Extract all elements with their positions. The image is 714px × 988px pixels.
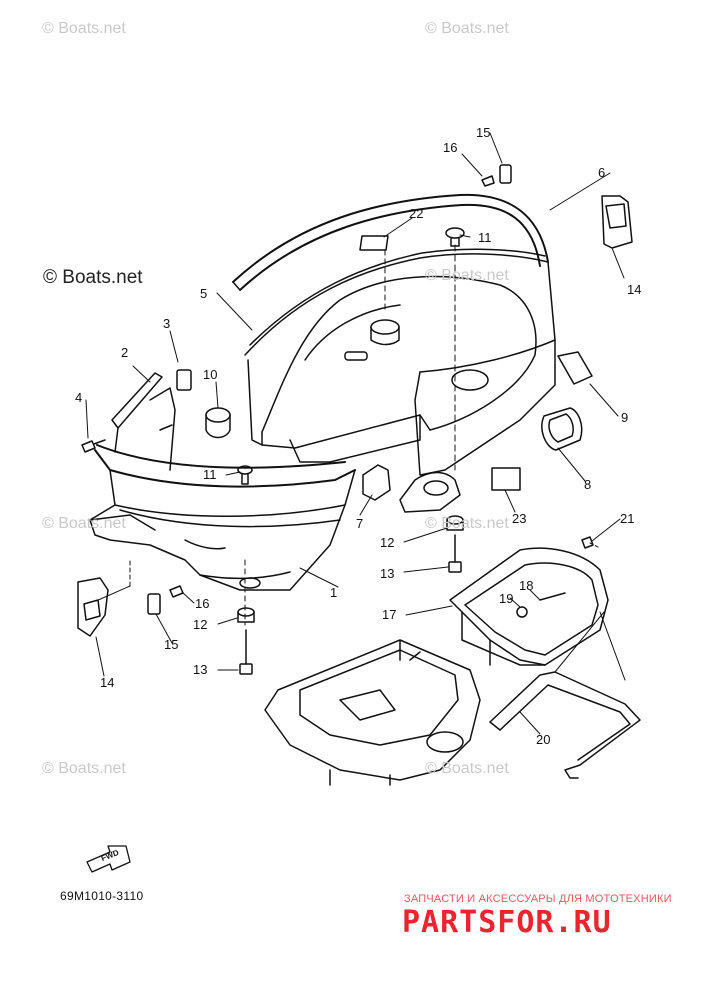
callout-12: 12 [193,617,208,632]
callout-4: 4 [75,390,83,405]
callout-12: 12 [380,535,395,550]
callout-14: 14 [100,675,115,690]
top-cowling [232,193,556,513]
callout-11: 11 [478,230,492,245]
watermark: © Boats.net [425,760,509,777]
callout-9: 9 [621,410,629,425]
callout-17: 17 [382,607,397,622]
callout-15: 15 [476,125,491,140]
watermark: © Boats.net [42,515,126,532]
callout-21: 21 [620,511,635,526]
watermark: © Boats.net [42,20,126,37]
callout-23: 23 [512,511,527,526]
leader-lines [85,132,625,735]
promo-tagline: ЗАПЧАСТИ И АКСЕССУАРЫ ДЛЯ МОТОТЕХНИКИ [404,893,672,905]
callout-18: 18 [519,578,534,593]
callout-13: 13 [193,662,208,677]
callout-10: 10 [203,367,218,382]
callout-13: 13 [380,566,395,581]
callout-11: 11 [203,467,217,482]
watermark: © Boats.net [425,267,509,284]
callout-7: 7 [356,516,364,531]
callout-19: 19 [499,591,514,606]
callout-22: 22 [409,206,424,221]
small-parts [77,164,633,675]
bottom-cowling [89,369,356,626]
callout-16: 16 [443,140,458,155]
promo-brand-logo: PARTSFOR.RU [402,905,612,940]
callout-5: 5 [200,286,208,301]
callout-14: 14 [627,282,642,297]
engine-base [264,639,481,786]
callout-1: 1 [330,585,338,600]
watermark: © Boats.net [425,515,509,532]
callout-20: 20 [536,732,551,747]
callout-8: 8 [584,477,592,492]
mount-frame [449,547,641,779]
diagram-code: 69M1010-3110 [60,889,144,903]
callout-2: 2 [121,345,129,360]
watermark-main: © Boats.net [43,267,143,288]
callout-6: 6 [598,165,606,180]
callout-16: 16 [195,596,210,611]
fwd-arrow [86,845,131,873]
watermark: © Boats.net [42,760,126,777]
watermark: © Boats.net [425,20,509,37]
callout-3: 3 [163,316,171,331]
callout-15: 15 [164,637,179,652]
